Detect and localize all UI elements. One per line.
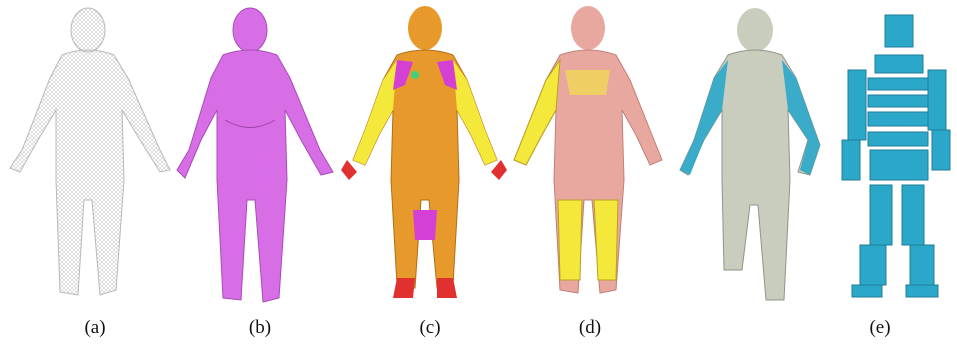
panel-e: (e)	[670, 0, 957, 347]
skeleton-boxes-body-icon	[670, 0, 957, 310]
panel-d-caption: (d)	[560, 317, 620, 339]
panel-b: (b)	[175, 0, 340, 347]
panel-e-caption: (e)	[850, 317, 910, 339]
wireframe-mesh-body-icon	[0, 0, 190, 310]
panel-c-caption: (c)	[400, 317, 460, 339]
panel-a-caption: (a)	[65, 317, 125, 339]
panel-c: (c)	[335, 0, 515, 347]
magenta-scan-body-icon	[175, 0, 340, 310]
pink-fitted-body-icon	[510, 0, 670, 310]
panel-b-caption: (b)	[230, 317, 290, 339]
panel-d: (d)	[510, 0, 670, 347]
segmented-orange-body-icon	[335, 0, 515, 310]
panel-a: (a)	[0, 0, 190, 347]
